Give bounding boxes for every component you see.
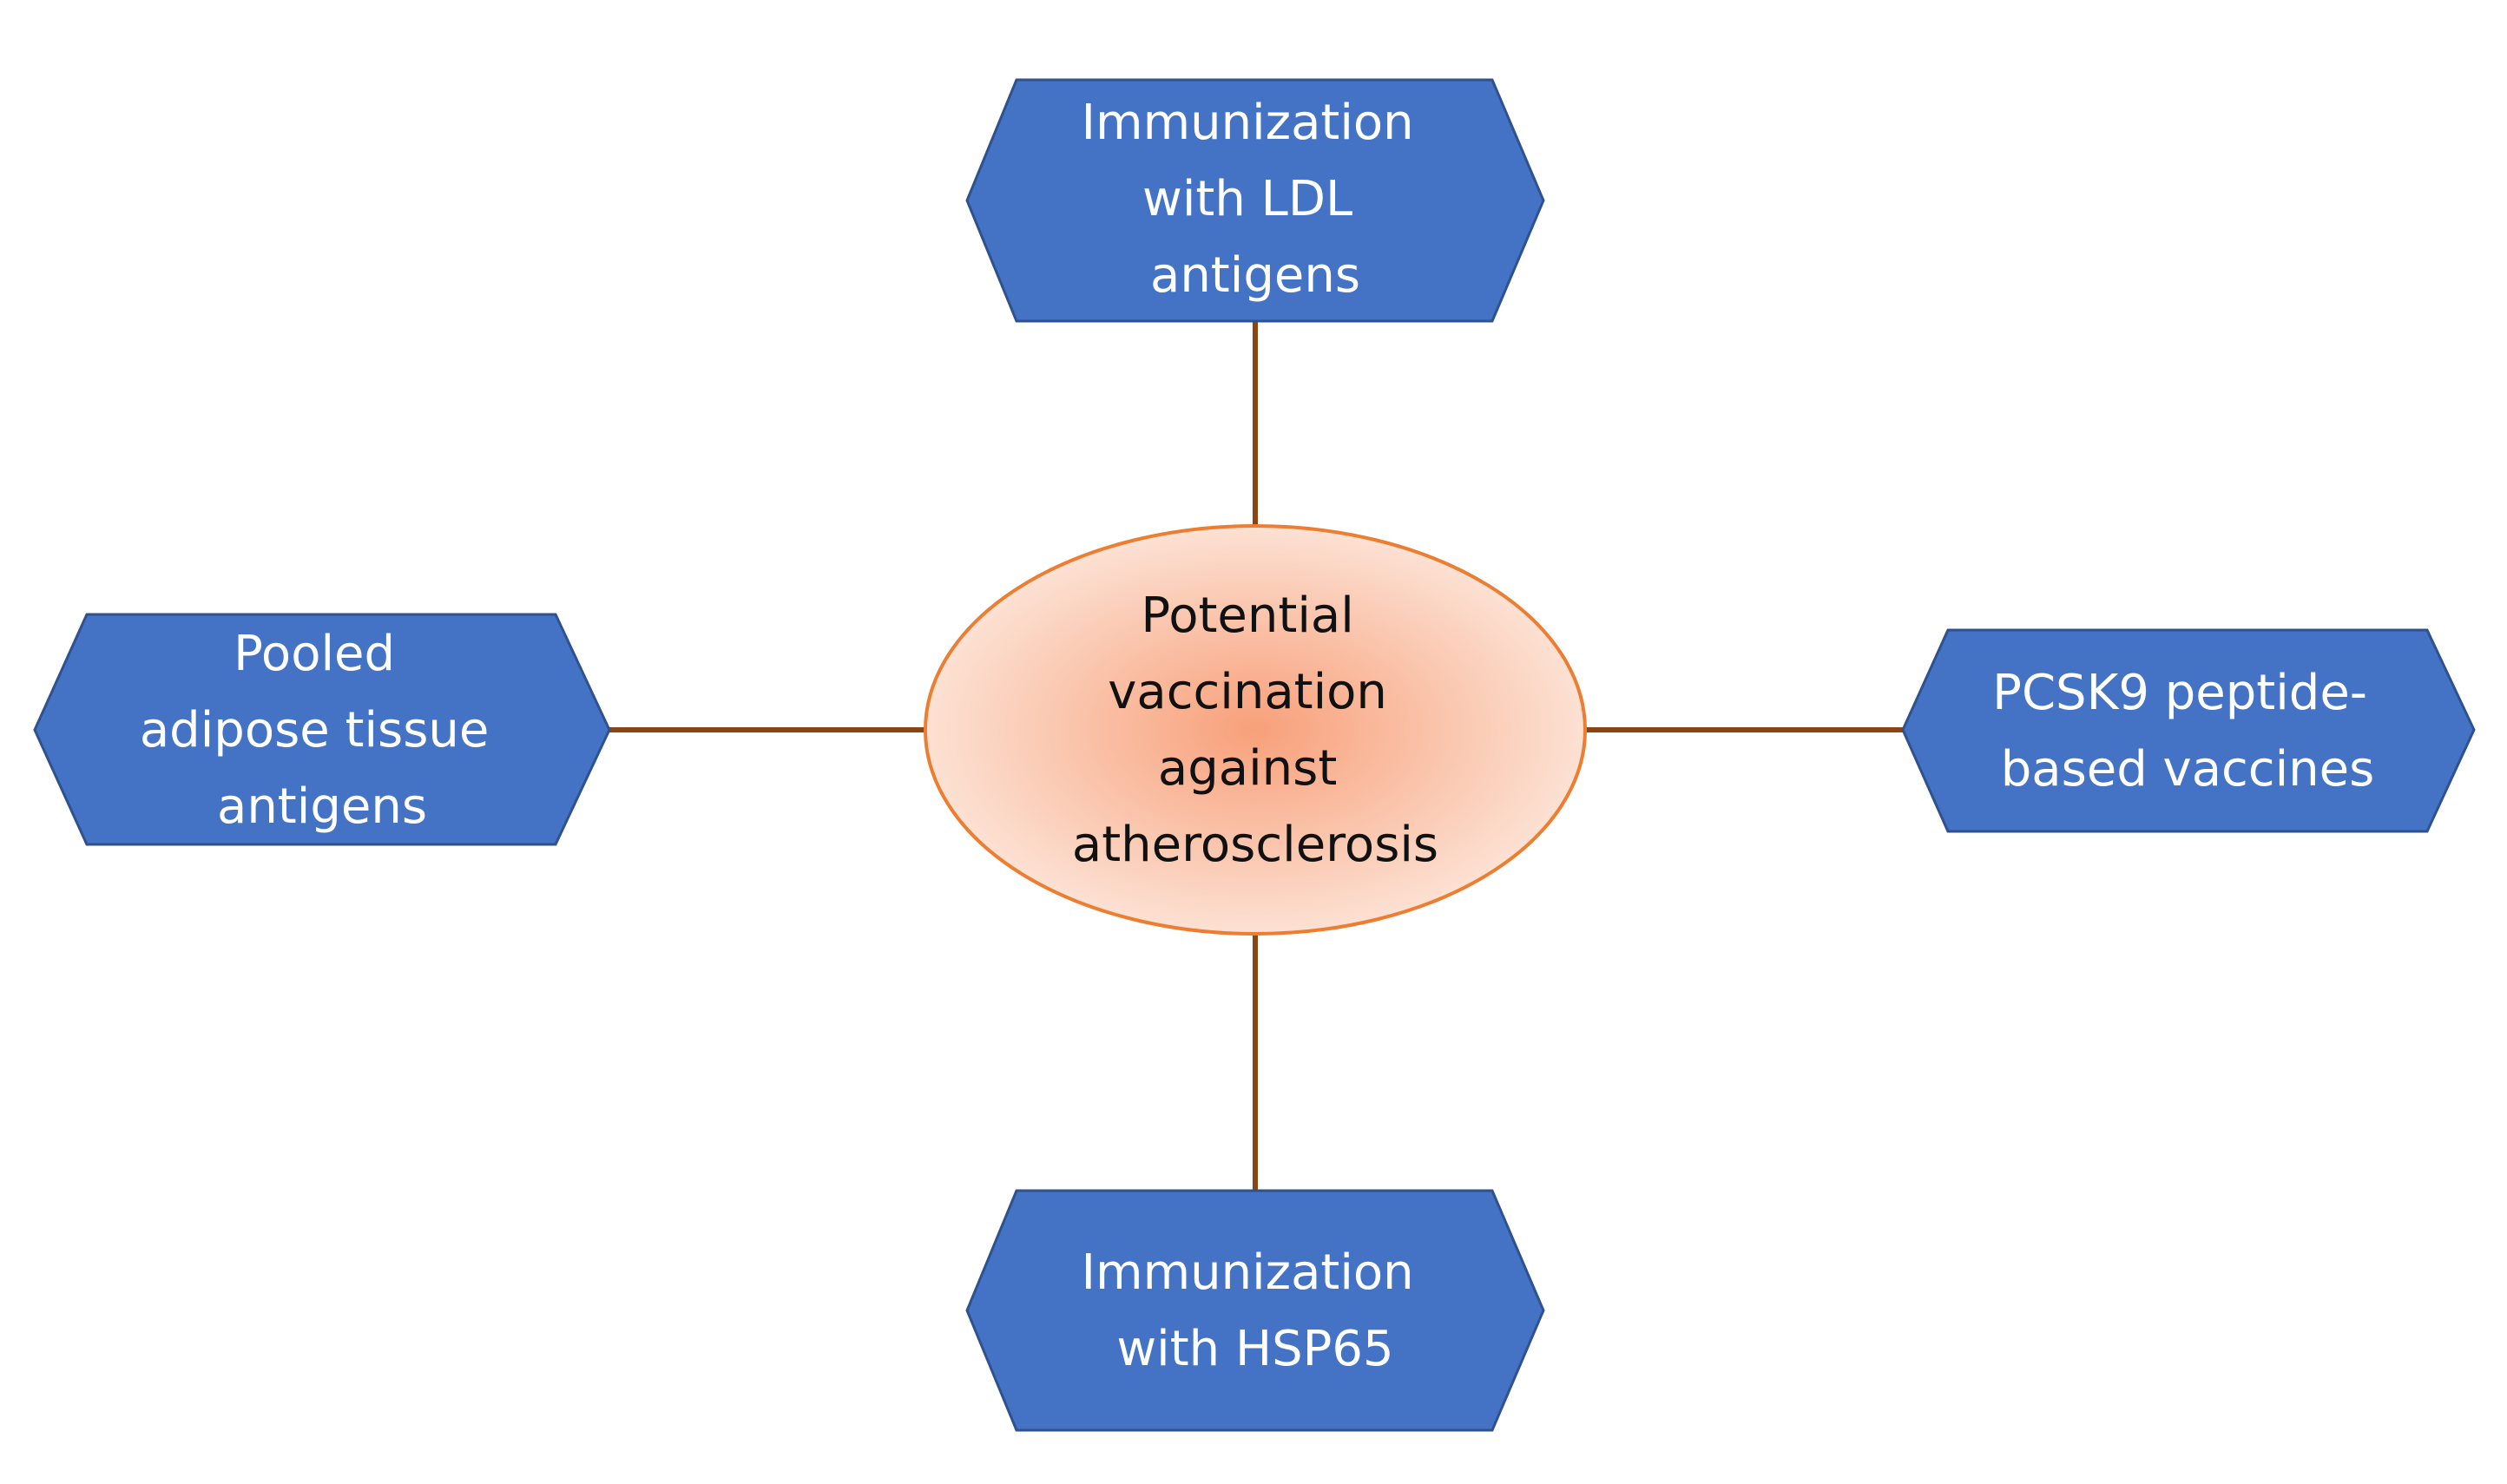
center-line-2: vaccination: [1108, 664, 1387, 720]
node-left-line-3: antigens: [217, 778, 427, 835]
center-line-3: against: [1158, 740, 1337, 797]
node-bottom-line-1: Immunization: [1082, 1244, 1414, 1301]
node-right-line-1: PCSK9 peptide-: [1992, 665, 2367, 721]
connectors: [609, 321, 1903, 1191]
hexagon-bottom: [965, 1189, 1545, 1432]
node-top-line-1: Immunization: [1082, 95, 1414, 151]
center-ellipse: [924, 524, 1587, 936]
center-node: Potential vaccination against atheroscle…: [924, 524, 1587, 936]
node-left-label: Pooled adipose tissue antigens: [140, 626, 504, 835]
node-top: Immunization with LDL antigens: [965, 78, 1545, 323]
node-top-label: Immunization with LDL antigens: [1082, 95, 1430, 304]
node-left: Pooled adipose tissue antigens: [33, 613, 611, 846]
node-bottom-label: Immunization with HSP65: [1082, 1244, 1430, 1377]
center-line-4: atherosclerosis: [1072, 817, 1438, 873]
hexagon-left: [33, 613, 611, 846]
node-right-label: PCSK9 peptide- based vaccines: [1992, 665, 2383, 798]
node-left-line-1: Pooled: [234, 626, 395, 682]
node-bottom: Immunization with HSP65: [965, 1189, 1545, 1432]
node-left-line-2: adipose tissue: [140, 702, 489, 758]
node-right: PCSK9 peptide- based vaccines: [1901, 628, 2476, 833]
hexagon-top: [965, 78, 1545, 323]
center-label: Potential vaccination against atheroscle…: [1072, 588, 1438, 873]
center-line-1: Potential: [1141, 588, 1353, 644]
node-right-line-2: based vaccines: [2001, 741, 2375, 798]
hexagon-right: [1901, 628, 2476, 833]
node-top-line-2: with LDL: [1142, 171, 1352, 227]
node-top-line-3: antigens: [1150, 247, 1360, 304]
node-bottom-line-2: with HSP65: [1116, 1321, 1393, 1377]
